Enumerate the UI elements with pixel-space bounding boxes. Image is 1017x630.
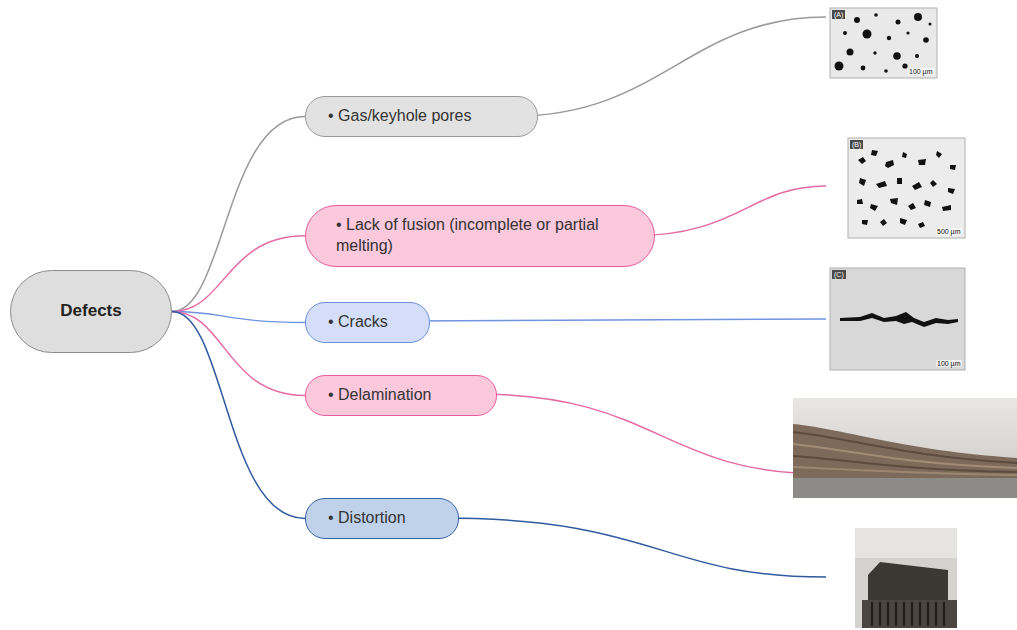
root-node: Defects (10, 270, 172, 353)
category-box: • Lack of fusion (incomplete or partial … (305, 205, 655, 267)
distortion-photo (855, 528, 957, 628)
category-label: • Gas/keyhole pores (328, 106, 517, 127)
branch-connector (172, 236, 305, 312)
category-box: • Gas/keyhole pores (305, 96, 538, 137)
branch-connector (172, 312, 305, 519)
leader-line (475, 394, 826, 474)
leader-line (440, 518, 826, 577)
category-label: • Delamination (328, 385, 476, 406)
panel-letter: (A) (832, 10, 845, 19)
scale-bar-label: 100 µm (908, 68, 934, 75)
category-box: • Cracks (305, 302, 430, 343)
category-label: • Lack of fusion (incomplete or partial … (336, 215, 630, 257)
category-box: • Distortion (305, 498, 459, 539)
scale-bar-label: 100 µm (936, 360, 962, 367)
category-box: • Delamination (305, 375, 497, 416)
leader-line (630, 186, 826, 236)
scale-bar-label: 500 µm (936, 228, 962, 235)
panel-letter: (C) (832, 270, 846, 279)
panel-letter: (B) (850, 140, 863, 149)
leader-line (515, 17, 826, 116)
crack-micrograph (830, 268, 965, 370)
leader-line (410, 319, 826, 321)
root-label: Defects (60, 300, 121, 322)
lack-of-fusion-micrograph (848, 138, 965, 238)
category-label: • Distortion (328, 508, 438, 529)
pores-micrograph (830, 8, 937, 78)
delamination-photo (793, 398, 1017, 498)
category-label: • Cracks (328, 312, 409, 333)
branch-connector (172, 116, 305, 311)
